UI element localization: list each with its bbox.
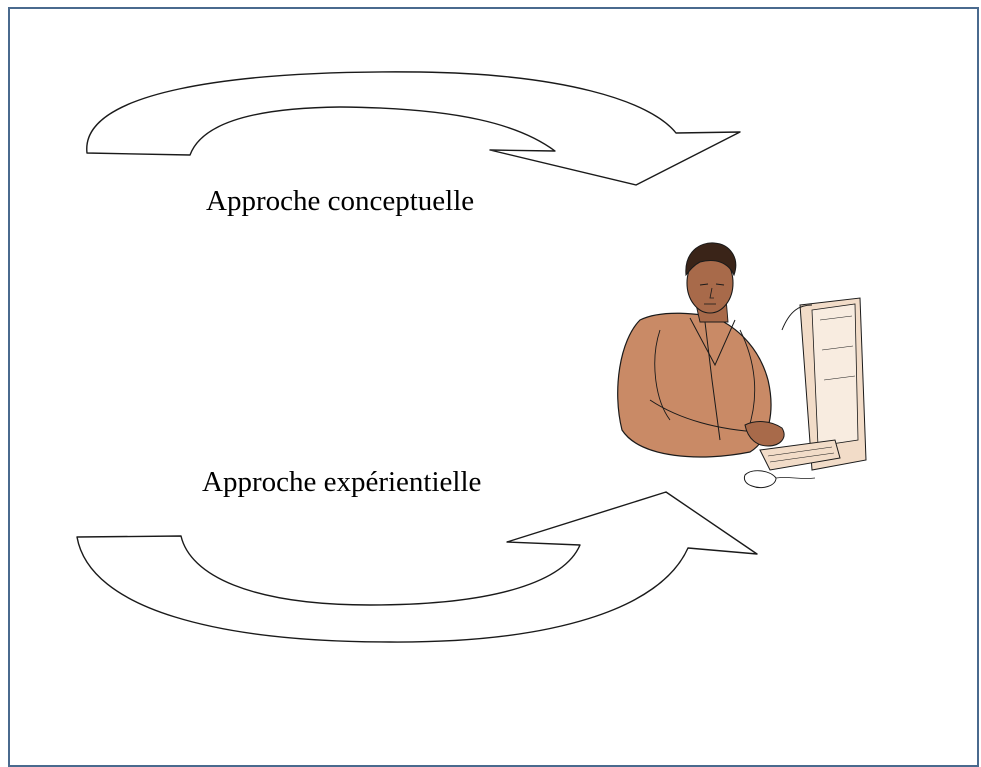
top-curved-arrow-icon [87, 72, 740, 185]
bottom-label: Approche expérientielle [202, 468, 481, 497]
bottom-curved-arrow-icon [77, 492, 757, 642]
man-at-computer-icon [618, 243, 866, 488]
top-label: Approche conceptuelle [206, 187, 474, 216]
